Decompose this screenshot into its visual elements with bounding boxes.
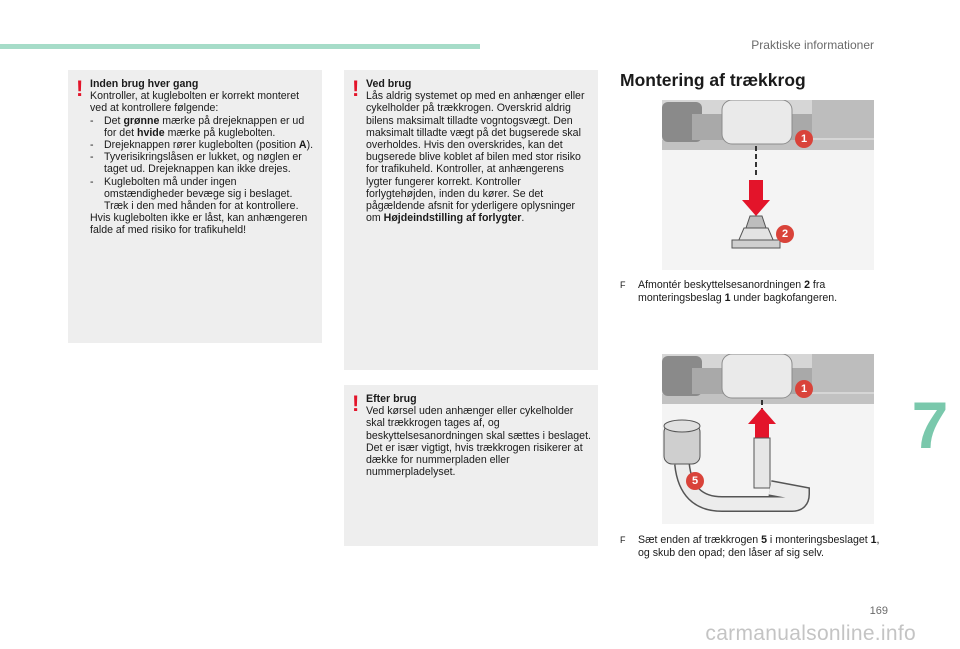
section-header: Praktiske informationer <box>751 38 874 52</box>
figure-insert-towbar: 1 5 <box>662 354 874 524</box>
checklist: -Det grønne mærke på drejeknappen er ud … <box>90 115 316 213</box>
page-number: 169 <box>869 605 888 617</box>
warning-intro: Kontroller, at kuglebolten er korrekt mo… <box>90 90 300 115</box>
list-item: -Drejeknappen rører kuglebolten (positio… <box>90 139 314 152</box>
protection-cap <box>731 215 781 249</box>
list-item: -Kuglebolten må under ingen omstændighed… <box>90 175 299 213</box>
warning-box-after-use: ! Efter brug Ved kørsel uden anhænger el… <box>344 385 598 546</box>
arrow-down-icon <box>742 180 770 216</box>
step-arrow-icon: F <box>620 280 626 290</box>
warning-outro: Hvis kuglebolten ikke er låst, kan anhæn… <box>90 212 308 237</box>
warning-box-before-use: ! Inden brug hver gang Kontroller, at ku… <box>68 70 322 343</box>
warning-icon: ! <box>352 76 360 101</box>
step-arrow-icon: F <box>620 535 626 545</box>
callout-badge: 2 <box>776 225 794 243</box>
header-accent-bar <box>0 44 480 49</box>
callout-badge: 5 <box>686 472 704 490</box>
illustration <box>662 354 874 512</box>
instruction-step: F Sæt enden af trækkrogen 5 i monterings… <box>620 534 880 559</box>
callout-badge: 1 <box>795 380 813 398</box>
warning-body: Lås aldrig systemet op med en anhænger e… <box>366 90 585 225</box>
warning-title: Ved brug <box>366 78 412 90</box>
section-title: Montering af trækkrog <box>620 70 806 90</box>
list-item: -Tyverisikringslåsen er lukket, og nøgle… <box>90 151 302 176</box>
watermark: carmanualsonline.info <box>705 622 916 645</box>
warning-body: Ved kørsel uden anhænger eller cykelhold… <box>366 405 591 479</box>
warning-box-during-use: ! Ved brug Lås aldrig systemet op med en… <box>344 70 598 370</box>
callout-badge: 1 <box>795 130 813 148</box>
figure-remove-protection: 1 2 <box>662 100 874 270</box>
warning-icon: ! <box>352 391 360 416</box>
arrow-up-icon <box>748 408 776 438</box>
chapter-number: 7 <box>911 388 949 462</box>
warning-title: Inden brug hver gang <box>90 78 199 90</box>
illustration <box>662 100 874 249</box>
towbar <box>663 419 811 512</box>
warning-icon: ! <box>76 76 84 101</box>
list-item: -Det grønne mærke på drejeknappen er ud … <box>90 114 305 139</box>
instruction-step: F Afmontér beskyttelsesanordningen 2 fra… <box>620 279 838 304</box>
warning-title: Efter brug <box>366 393 417 405</box>
